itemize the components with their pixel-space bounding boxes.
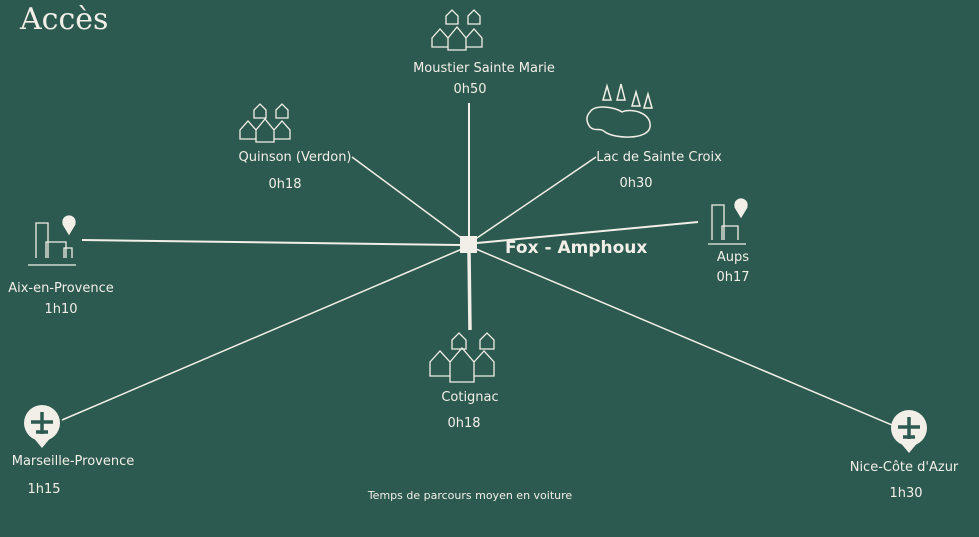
village-icon: [431, 9, 483, 51]
airport-pin-icon: [24, 405, 60, 448]
destination-time: 0h50: [453, 82, 487, 97]
footer-note: Temps de parcours moyen en voiture: [367, 489, 573, 502]
line-quinson: [351, 156, 465, 241]
line-aix: [81, 239, 461, 246]
destination-name: Nice-Côte d'Azur: [849, 460, 959, 475]
city-pin-icon: [28, 215, 76, 266]
center-marker: [460, 236, 477, 253]
destination-name: Cotignac: [441, 390, 499, 405]
airport-pin-icon: [891, 410, 927, 453]
destination-name: Moustier Sainte Marie: [413, 61, 555, 76]
destination-name: Lac de Sainte Croix: [596, 150, 722, 165]
destination-time: 0h30: [619, 176, 653, 191]
center-label: Fox - Amphoux: [505, 238, 648, 258]
destination-time: 1h30: [889, 486, 923, 501]
village-icon: [239, 103, 291, 143]
line-marseille: [61, 248, 463, 421]
page-title: Accès: [20, 2, 109, 37]
line-lac: [473, 156, 597, 241]
destination-time: 0h18: [447, 416, 481, 431]
destination-name: Marseille-Provence: [11, 454, 135, 469]
line-aups: [476, 221, 699, 244]
destination-name: Aups: [716, 250, 750, 265]
line-nice: [475, 248, 893, 426]
destination-time: 0h18: [268, 177, 302, 192]
lake-icon: [586, 83, 653, 138]
destination-time: 0h17: [716, 270, 750, 285]
destination-time: 1h15: [27, 482, 61, 497]
destination-name: Quinson (Verdon): [238, 150, 352, 165]
line-cotignac: [467, 251, 472, 331]
destination-time: 1h10: [44, 302, 78, 317]
village-icon: [429, 332, 495, 383]
city-pin-icon: [708, 198, 748, 245]
destination-name: Aix-en-Provence: [8, 281, 114, 296]
